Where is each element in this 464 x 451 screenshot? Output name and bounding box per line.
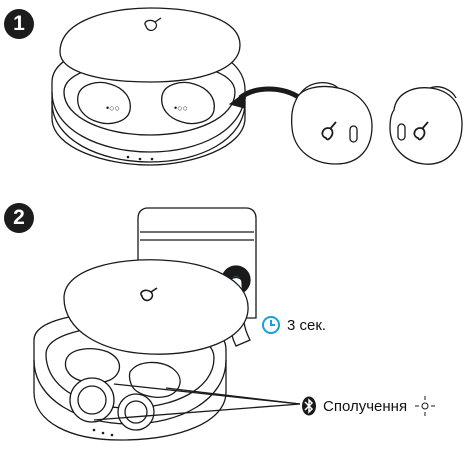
pairing-status: Сполучення — [301, 394, 437, 418]
clock-icon — [261, 315, 281, 335]
blinking-led-icon — [413, 394, 437, 418]
timer-text: 3 сек. — [287, 317, 326, 334]
pairing-text: Сполучення — [323, 398, 407, 415]
case-lid-step2 — [64, 260, 248, 354]
timer-label: 3 сек. — [261, 315, 326, 335]
bluetooth-icon — [301, 396, 317, 416]
